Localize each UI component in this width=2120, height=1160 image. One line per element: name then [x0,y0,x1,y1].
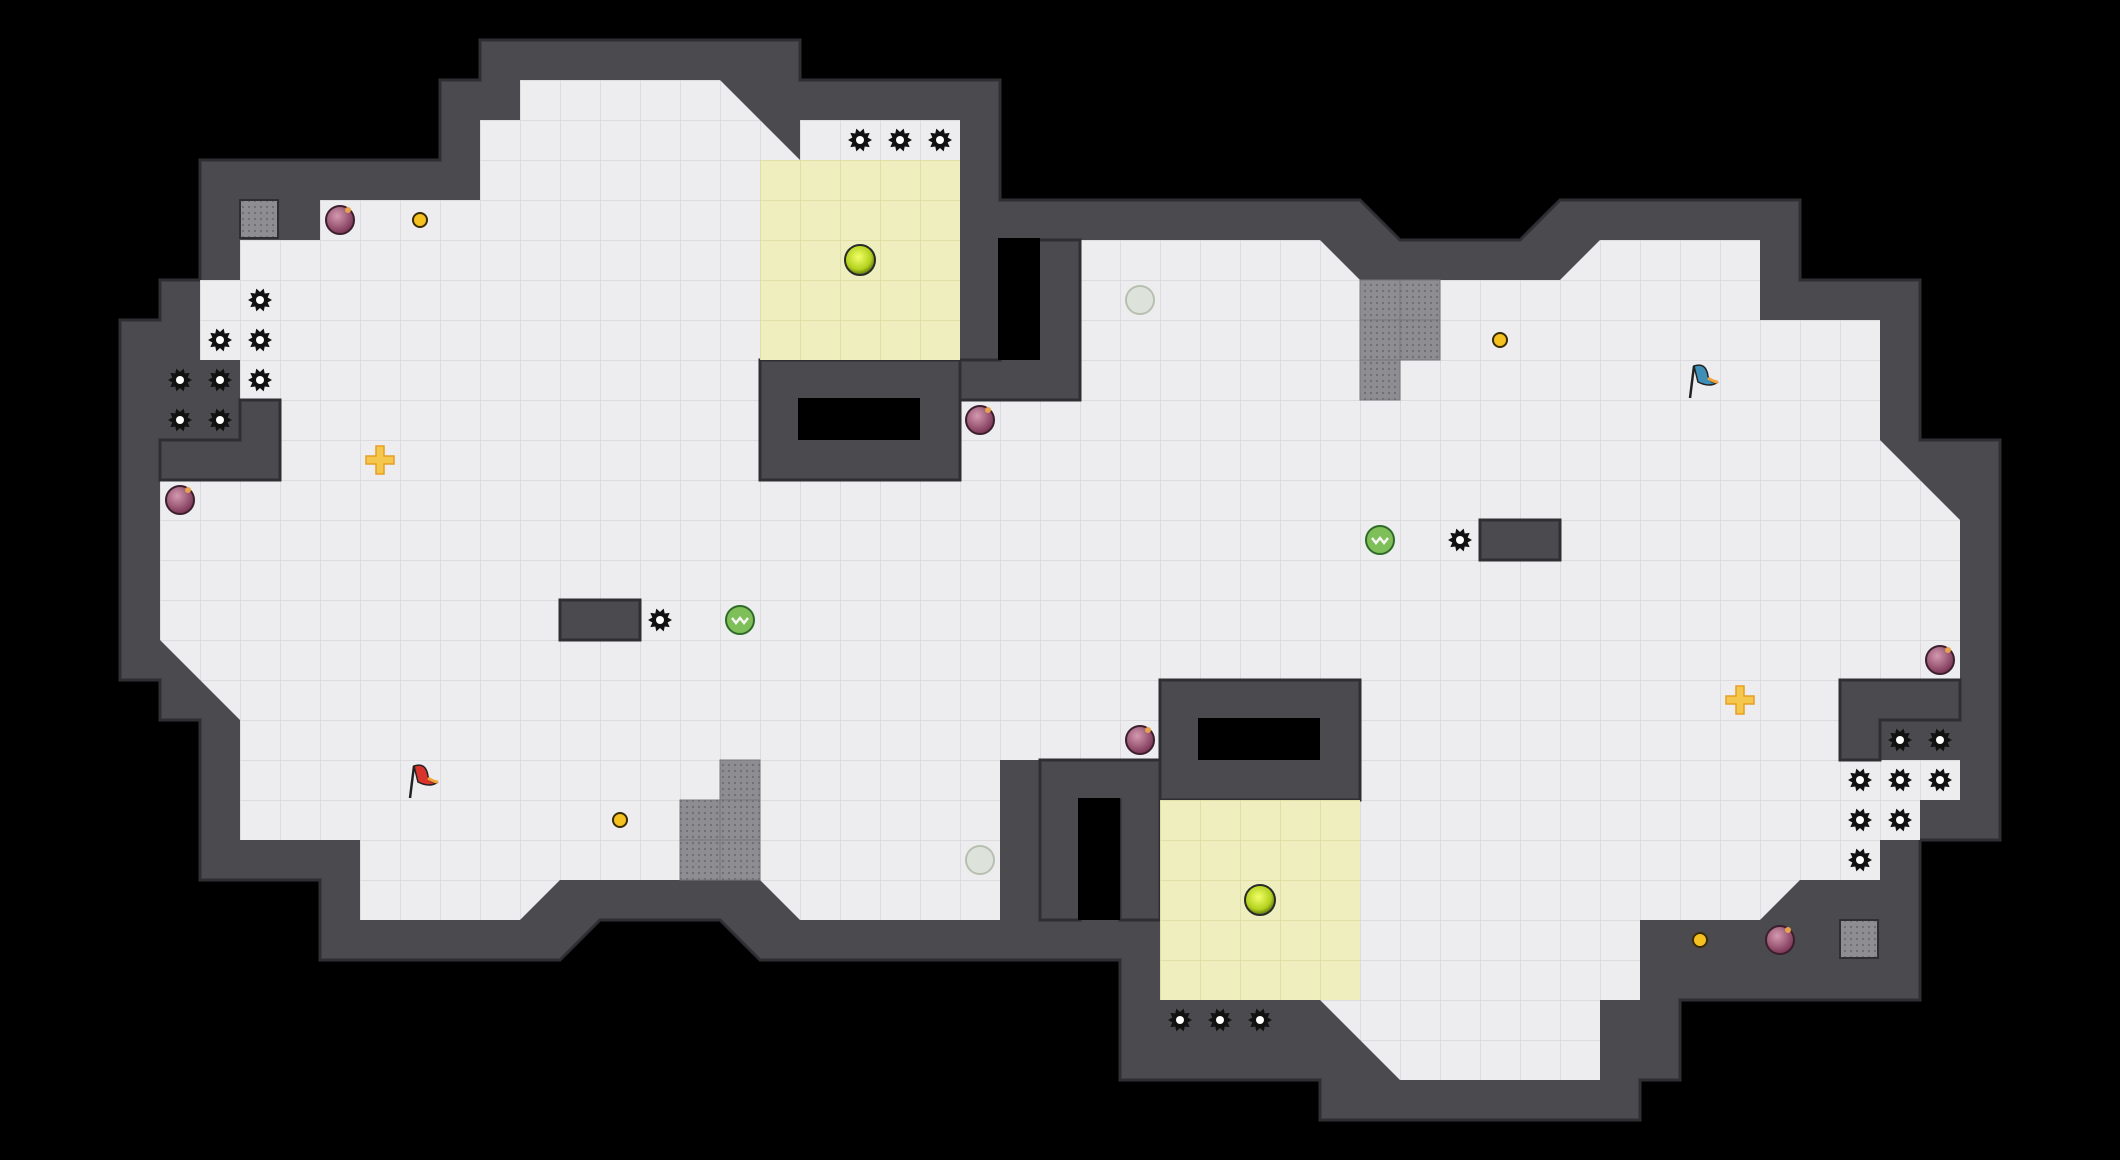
spike-icon [1248,1008,1272,1032]
button-icon [412,212,428,228]
vent-icon [1839,919,1879,959]
blue-flag-icon [1688,364,1719,399]
spike-icon [848,128,872,152]
spike-icon [248,328,272,352]
spike-icon [1208,1008,1232,1032]
bomb-icon [1125,725,1155,755]
spike-icon [1888,808,1912,832]
spike-icon [1848,808,1872,832]
bomb-icon [1925,645,1955,675]
bomb-icon [325,205,355,235]
spike-icon [208,328,232,352]
vents [239,199,1879,959]
bomb-icon [165,485,195,515]
inactive-orb-icon [965,845,995,875]
spike-icon [168,408,192,432]
inner-walls [158,238,1962,922]
inactive-orb-icon [1125,285,1155,315]
spike-icon [248,368,272,392]
button-icon [612,812,628,828]
red-flag-icon [408,764,439,799]
bomb-icon [1765,925,1795,955]
spike-icon [1888,768,1912,792]
spike-icon [928,128,952,152]
portal-icon [1244,884,1276,916]
spike-icon [1928,728,1952,752]
spike-icon [208,368,232,392]
spike-icon [1848,848,1872,872]
spike-icon [248,288,272,312]
spike-icon [1168,1008,1192,1032]
button-icon [1492,332,1508,348]
gate-tiles [679,279,1441,881]
portal-icon [844,244,876,276]
map-objects [165,128,1955,1032]
boost-icon [725,605,755,635]
spike-icon [888,128,912,152]
spike-icon [648,608,672,632]
spike-icon [1888,728,1912,752]
bomb-icon [965,405,995,435]
powerup-icon [365,445,395,475]
spike-icon [168,368,192,392]
powerup-icon [1725,685,1755,715]
spike-icon [208,408,232,432]
spike-icon [1448,528,1472,552]
boost-icon [1365,525,1395,555]
spike-icon [1928,768,1952,792]
vent-icon [239,199,279,239]
spike-icon [1848,768,1872,792]
floor [160,80,1960,1080]
button-icon [1692,932,1708,948]
